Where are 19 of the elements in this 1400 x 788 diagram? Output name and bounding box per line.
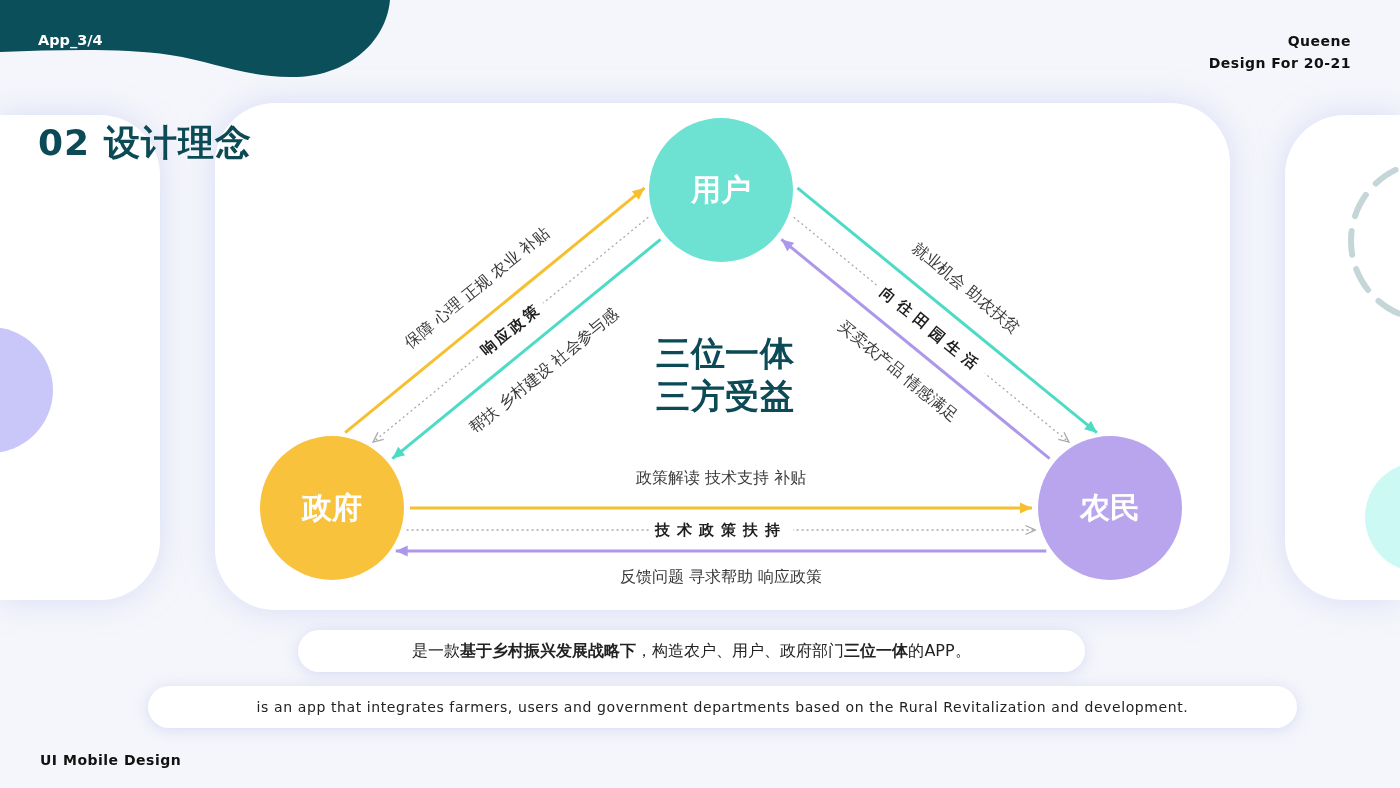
- edge-label: 政策解读 技术支持 补贴: [635, 468, 807, 488]
- arrow: [780, 238, 1051, 460]
- caption-pill: is an app that integrates farmers, users and government departments based on the Rural Revitalization and development.: [148, 686, 1297, 728]
- arrow: [796, 186, 1098, 434]
- edge-label: 技术政策扶持: [649, 520, 793, 540]
- caption-pill: 是一款基于乡村振兴发展战略下，构造农户、用户、政府部门三位一体的APP。: [298, 630, 1085, 672]
- edge-label: 反馈问题 寻求帮助 响应政策: [619, 567, 823, 587]
- arrow: [410, 502, 1032, 514]
- page-title: 02 设计理念: [38, 121, 252, 165]
- header-text: Queene: [1287, 33, 1351, 50]
- slogan-text: 三位一体: [656, 332, 794, 374]
- header-band: [0, 0, 390, 78]
- arrow: [344, 186, 646, 434]
- arrow: [395, 545, 1047, 557]
- page-label: App_3/4: [38, 32, 103, 50]
- arrow: [391, 238, 662, 460]
- header-text: Design For 20-21: [1208, 55, 1351, 72]
- footer-text: UI Mobile Design: [40, 752, 182, 769]
- slogan-text: 三方受益: [656, 375, 794, 417]
